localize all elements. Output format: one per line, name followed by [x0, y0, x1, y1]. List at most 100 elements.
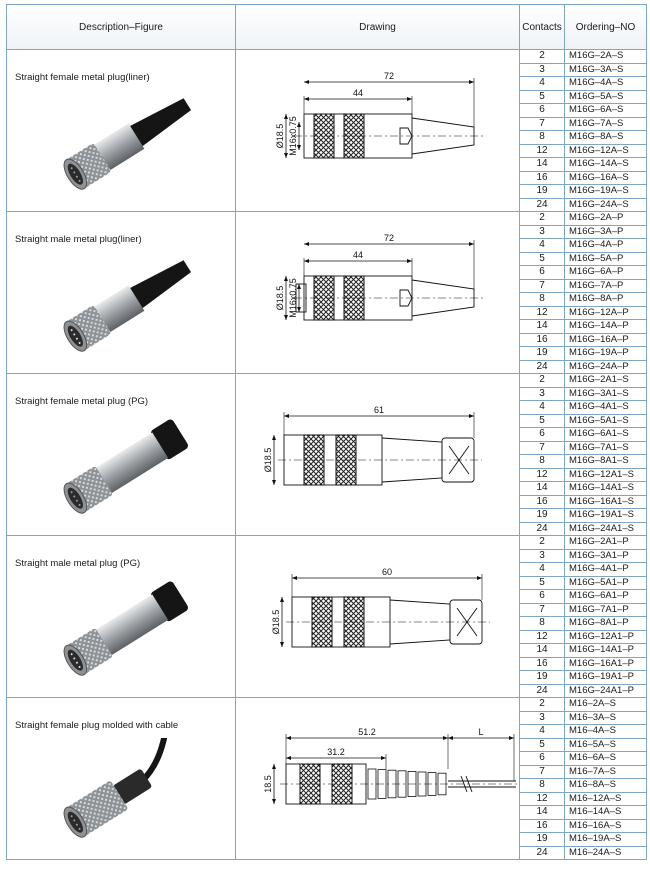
contacts-cell: 2 [519, 211, 565, 226]
ordering-number-cell: M16G–16A1–P [564, 656, 647, 671]
contacts-cell: 24 [519, 197, 565, 212]
connector-photo [63, 260, 192, 352]
ordering-number-cell: M16G–19A–S [564, 184, 647, 199]
ordering-number-cell: M16G–5A–S [564, 89, 647, 104]
dim-thread: M16x0.75 [288, 116, 298, 156]
contacts-cell: 12 [519, 305, 565, 320]
ordering-number-cell: M16G–6A–P [564, 265, 647, 280]
header-description: Description–Figure [6, 4, 236, 50]
ordering-number-cell: M16G–14A1–P [564, 643, 647, 658]
dim-length: 61 [374, 405, 384, 415]
ordering-number-cell: M16G–2A1–P [564, 535, 647, 550]
dim-thread: M16x0.75 [288, 278, 298, 318]
ordering-number-cell: M16G–16A–S [564, 170, 647, 185]
dim-length: 51.2 [358, 727, 376, 737]
contacts-cell: 19 [519, 832, 565, 847]
ordering-number-cell: M16–19A–S [564, 832, 647, 847]
contacts-cell: 12 [519, 791, 565, 806]
contacts-cell: 5 [519, 737, 565, 752]
contacts-cell: 8 [519, 130, 565, 145]
contacts-cell: 8 [519, 616, 565, 631]
contacts-cell: 8 [519, 292, 565, 307]
ordering-number-cell: M16G–4A–P [564, 238, 647, 253]
dim-diameter: Ø18.5 [271, 610, 281, 635]
ordering-number-cell: M16–7A–S [564, 764, 647, 779]
ordering-number-cell: M16–16A–S [564, 818, 647, 833]
contacts-cell: 24 [519, 359, 565, 374]
contacts-cell: 4 [519, 238, 565, 253]
ordering-number-cell: M16–14A–S [564, 805, 647, 820]
ordering-number-cell: M16–24A–S [564, 845, 647, 860]
ordering-number-cell: M16G–2A–S [564, 49, 647, 64]
dim-cable-length: L [478, 727, 483, 737]
contacts-cell: 16 [519, 494, 565, 509]
ordering-number-cell: M16G–24A1–S [564, 521, 647, 536]
ordering-number-cell: M16G–2A1–S [564, 373, 647, 388]
dim-body: 44 [353, 88, 363, 98]
dim-length: 72 [384, 233, 394, 243]
contacts-cell: 19 [519, 184, 565, 199]
dim-diameter: Ø18.5 [275, 124, 285, 149]
contacts-cell: 4 [519, 724, 565, 739]
ordering-number-cell: M16G–5A1–P [564, 575, 647, 590]
contacts-cell: 12 [519, 629, 565, 644]
ordering-number-cell: M16–3A–S [564, 710, 647, 725]
contacts-cell: 5 [519, 251, 565, 266]
ordering-number-cell: M16G–24A1–P [564, 683, 647, 698]
connector-photo [63, 98, 192, 190]
ordering-number-cell: M16G–8A1–P [564, 616, 647, 631]
dim-length: 60 [382, 567, 392, 577]
contacts-cell: 2 [519, 49, 565, 64]
ordering-number-cell: M16G–6A–S [564, 103, 647, 118]
contacts-cell: 16 [519, 332, 565, 347]
connector-photo-body [63, 260, 192, 352]
header-contacts: Contacts [519, 4, 565, 50]
catalog-table: Description–Figure Drawing Contacts Orde… [6, 4, 647, 860]
contacts-cell: 3 [519, 710, 565, 725]
contacts-cell: 19 [519, 670, 565, 685]
description-cell: Straight female metal plug(liner) [6, 49, 236, 212]
ordering-number-cell: M16G–16A–P [564, 332, 647, 347]
contacts-cell: 19 [519, 508, 565, 523]
product-title: Straight female metal plug (PG) [15, 396, 149, 407]
ordering-number-cell: M16G–12A–P [564, 305, 647, 320]
ordering-number-cell: M16G–19A1–S [564, 508, 647, 523]
ordering-number-cell: M16–6A–S [564, 751, 647, 766]
ordering-number-cell: M16G–6A1–P [564, 589, 647, 604]
connector-photo-body [63, 738, 173, 838]
ordering-number-cell: M16G–7A–S [564, 116, 647, 131]
connector-photo [63, 738, 173, 838]
header-drawing: Drawing [235, 4, 520, 50]
contacts-cell: 2 [519, 373, 565, 388]
ordering-number-cell: M16G–7A1–S [564, 440, 647, 455]
ordering-number-cell: M16G–7A–P [564, 278, 647, 293]
contacts-cell: 4 [519, 76, 565, 91]
contacts-cell: 7 [519, 278, 565, 293]
description-cell: Straight female plug molded with cable [6, 697, 236, 860]
contacts-cell: 6 [519, 103, 565, 118]
contacts-cell: 14 [519, 805, 565, 820]
